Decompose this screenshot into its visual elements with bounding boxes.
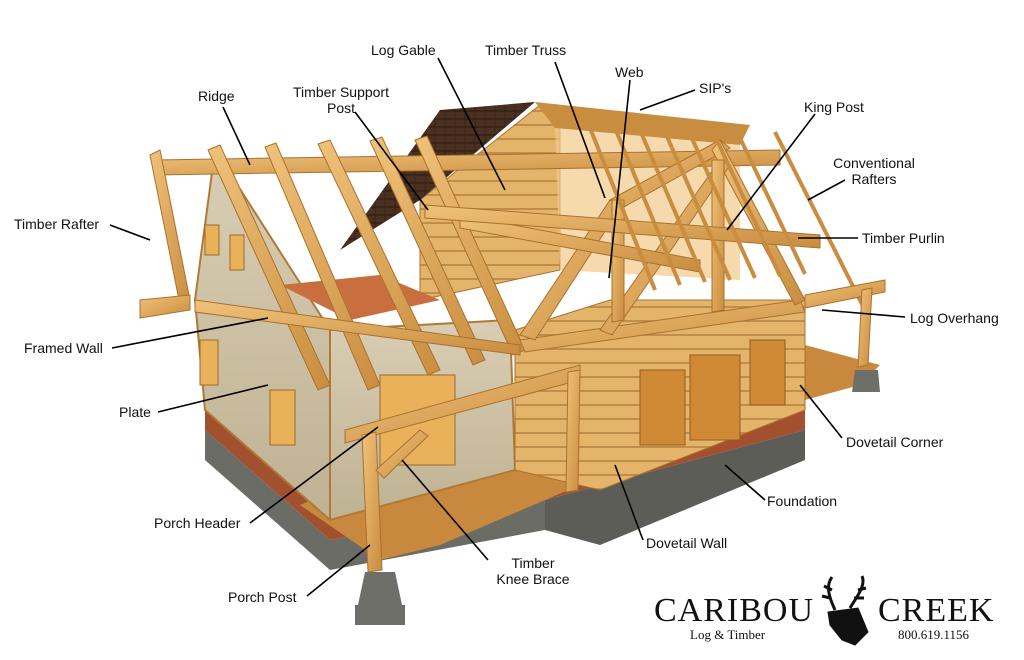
label-conventional-rafters-line2: Rafters (851, 171, 897, 187)
brand-phone: 800.619.1156 (898, 627, 970, 642)
plate-beams (194, 299, 806, 444)
conventional-rafters-shape (588, 127, 867, 311)
label-timber-rafter: Timber Rafter (14, 216, 100, 232)
label-foundation: Foundation (767, 493, 838, 509)
brand-name-left: CARIBOU (654, 592, 815, 629)
label-timber-truss: Timber Truss (485, 42, 567, 58)
pier-footings (355, 370, 880, 625)
porch-structure (361, 287, 873, 573)
label-timber-support-post-line2: Post (326, 100, 355, 116)
label-dovetail-wall: Dovetail Wall (646, 535, 728, 551)
label-log-gable: Log Gable (371, 42, 436, 58)
label-sips: SIP's (699, 80, 732, 96)
label-timber-support-post-line1: Timber Support (293, 84, 389, 100)
brand-name-right: CREEK (878, 592, 995, 629)
label-porch-post: Porch Post (228, 589, 297, 605)
label-dovetail-corner: Dovetail Corner (846, 434, 944, 450)
label-log-overhang: Log Overhang (910, 310, 999, 326)
label-conventional-rafters-line1: Conventional (833, 155, 915, 171)
label-timber-knee-brace-line2: Knee Brace (496, 571, 570, 587)
label-plate: Plate (119, 404, 151, 420)
log-overhang-shape (804, 279, 886, 309)
label-timber-purlin: Timber Purlin (862, 230, 945, 246)
label-timber-support-post: Timber Support Post (288, 84, 394, 116)
label-ridge: Ridge (198, 88, 235, 104)
caribou-head-icon (821, 575, 869, 646)
label-king-post: King Post (804, 99, 864, 115)
label-framed-wall: Framed Wall (24, 340, 103, 356)
label-timber-knee-brace-line1: Timber (511, 555, 555, 571)
label-conventional-rafters: Conventional Rafters (822, 155, 926, 187)
brand-tagline: Log & Timber (690, 627, 766, 642)
framed-wall-shape (193, 147, 517, 523)
leader-lines (109, 57, 906, 597)
label-web: Web (615, 64, 644, 80)
label-timber-knee-brace: Timber Knee Brace (478, 555, 588, 587)
label-porch-header: Porch Header (154, 515, 241, 531)
dovetail-wall-shape (514, 299, 806, 491)
